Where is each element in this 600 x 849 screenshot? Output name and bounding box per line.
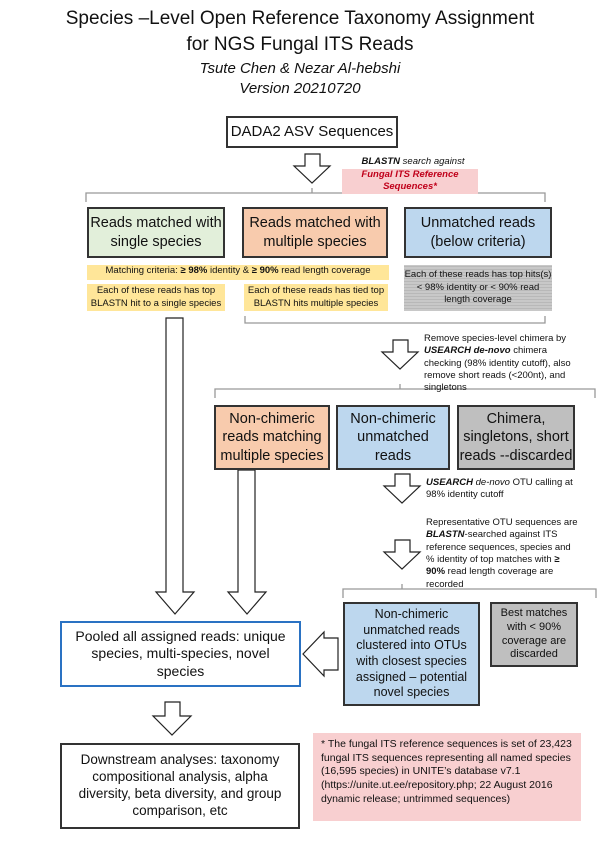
brace-chimera <box>214 384 596 398</box>
asv-box: DADA2 ASV Sequences <box>226 116 398 148</box>
otu-post: OTU calling at 98% identity cutoff <box>426 477 573 501</box>
rep-pre: Representative OTU sequences are <box>426 517 578 528</box>
otu-calling-note: USEARCH de-novo OTU calling at 98% ident… <box>426 477 578 502</box>
blastn-note: BLASTN search against <box>338 156 488 168</box>
chimera-usearch: USEARCH de-novo <box>424 345 511 357</box>
single-species-box: Reads matched with single species <box>87 207 225 258</box>
arrow-downstream <box>151 701 193 736</box>
bracket-mid <box>244 316 546 324</box>
pooled-reads-box: Pooled all assigned reads: unique specie… <box>60 621 301 687</box>
multiple-species-box: Reads matched with multiple species <box>242 207 388 258</box>
chimera-post: chimera checking (98% identity cutoff), … <box>424 345 571 394</box>
brace-rep <box>342 584 597 598</box>
clustered-otu-box: Non-chimeric unmatched reads clustered i… <box>343 602 480 706</box>
arrow-single-long <box>154 317 196 615</box>
arrow-otu-calling <box>382 473 422 504</box>
version: Version 20210720 <box>239 80 361 97</box>
arrow-asv <box>292 153 332 184</box>
representative-note: Representative OTU sequences are BLASTN-… <box>426 517 578 591</box>
otu-denovo: de-novo <box>472 477 510 488</box>
best-matches-box: Best matches with < 90% coverage are dis… <box>490 602 578 667</box>
criteria-identity: ≥ 98% <box>180 265 208 276</box>
fungal-ref-label: Fungal ITS Reference Sequences* <box>342 169 478 194</box>
nonchimeric-unmatched-box: Non-chimeric unmatched reads <box>336 405 450 470</box>
brace-top <box>85 188 546 202</box>
blastn-rest: search against <box>400 156 465 167</box>
arrow-left-pooled <box>302 630 339 678</box>
rep-post: read length coverage are recorded <box>426 566 554 590</box>
criteria-mid: identity & <box>207 265 252 276</box>
single-note: Each of these reads has top BLASTN hit t… <box>87 284 225 311</box>
footnote: * The fungal ITS reference sequences is … <box>313 733 581 821</box>
downstream-box: Downstream analyses: taxonomy compositio… <box>60 743 300 829</box>
title-line-2: for NGS Fungal ITS Reads <box>186 34 414 55</box>
chimera-pre: Remove species-level chimera by <box>424 333 567 344</box>
unmatched-note: Each of these reads has top hits(s) < 98… <box>404 265 552 311</box>
matching-criteria: Matching criteria: ≥ 98% identity & ≥ 90… <box>87 265 389 280</box>
chimera-discarded-box: Chimera, singletons, short reads --disca… <box>457 405 575 470</box>
blastn-label: BLASTN <box>361 156 401 167</box>
title-line-1: Species –Level Open Reference Taxonomy A… <box>65 8 535 29</box>
nonchimeric-multi-box: Non-chimeric reads matching multiple spe… <box>214 405 330 470</box>
rep-mid: -searched against ITS reference sequence… <box>426 529 571 566</box>
multi-note: Each of these reads has tied top BLASTN … <box>244 284 388 311</box>
arrow-chimera-removal <box>380 339 420 370</box>
authors: Tsute Chen & Nezar Al-hebshi <box>199 60 401 77</box>
otu-usearch: USEARCH <box>426 477 473 488</box>
unmatched-box: Unmatched reads (below criteria) <box>404 207 552 258</box>
rep-blastn: BLASTN <box>426 529 465 541</box>
chimera-removal-note: Remove species-level chimera by USEARCH … <box>424 333 584 395</box>
criteria-pre: Matching criteria: <box>105 265 181 276</box>
arrow-multi-long <box>226 469 268 615</box>
rep-coverage: ≥ 90% <box>426 554 560 578</box>
criteria-post: read length coverage <box>278 265 371 276</box>
criteria-coverage: ≥ 90% <box>251 265 279 276</box>
arrow-rep-otu <box>382 539 422 570</box>
